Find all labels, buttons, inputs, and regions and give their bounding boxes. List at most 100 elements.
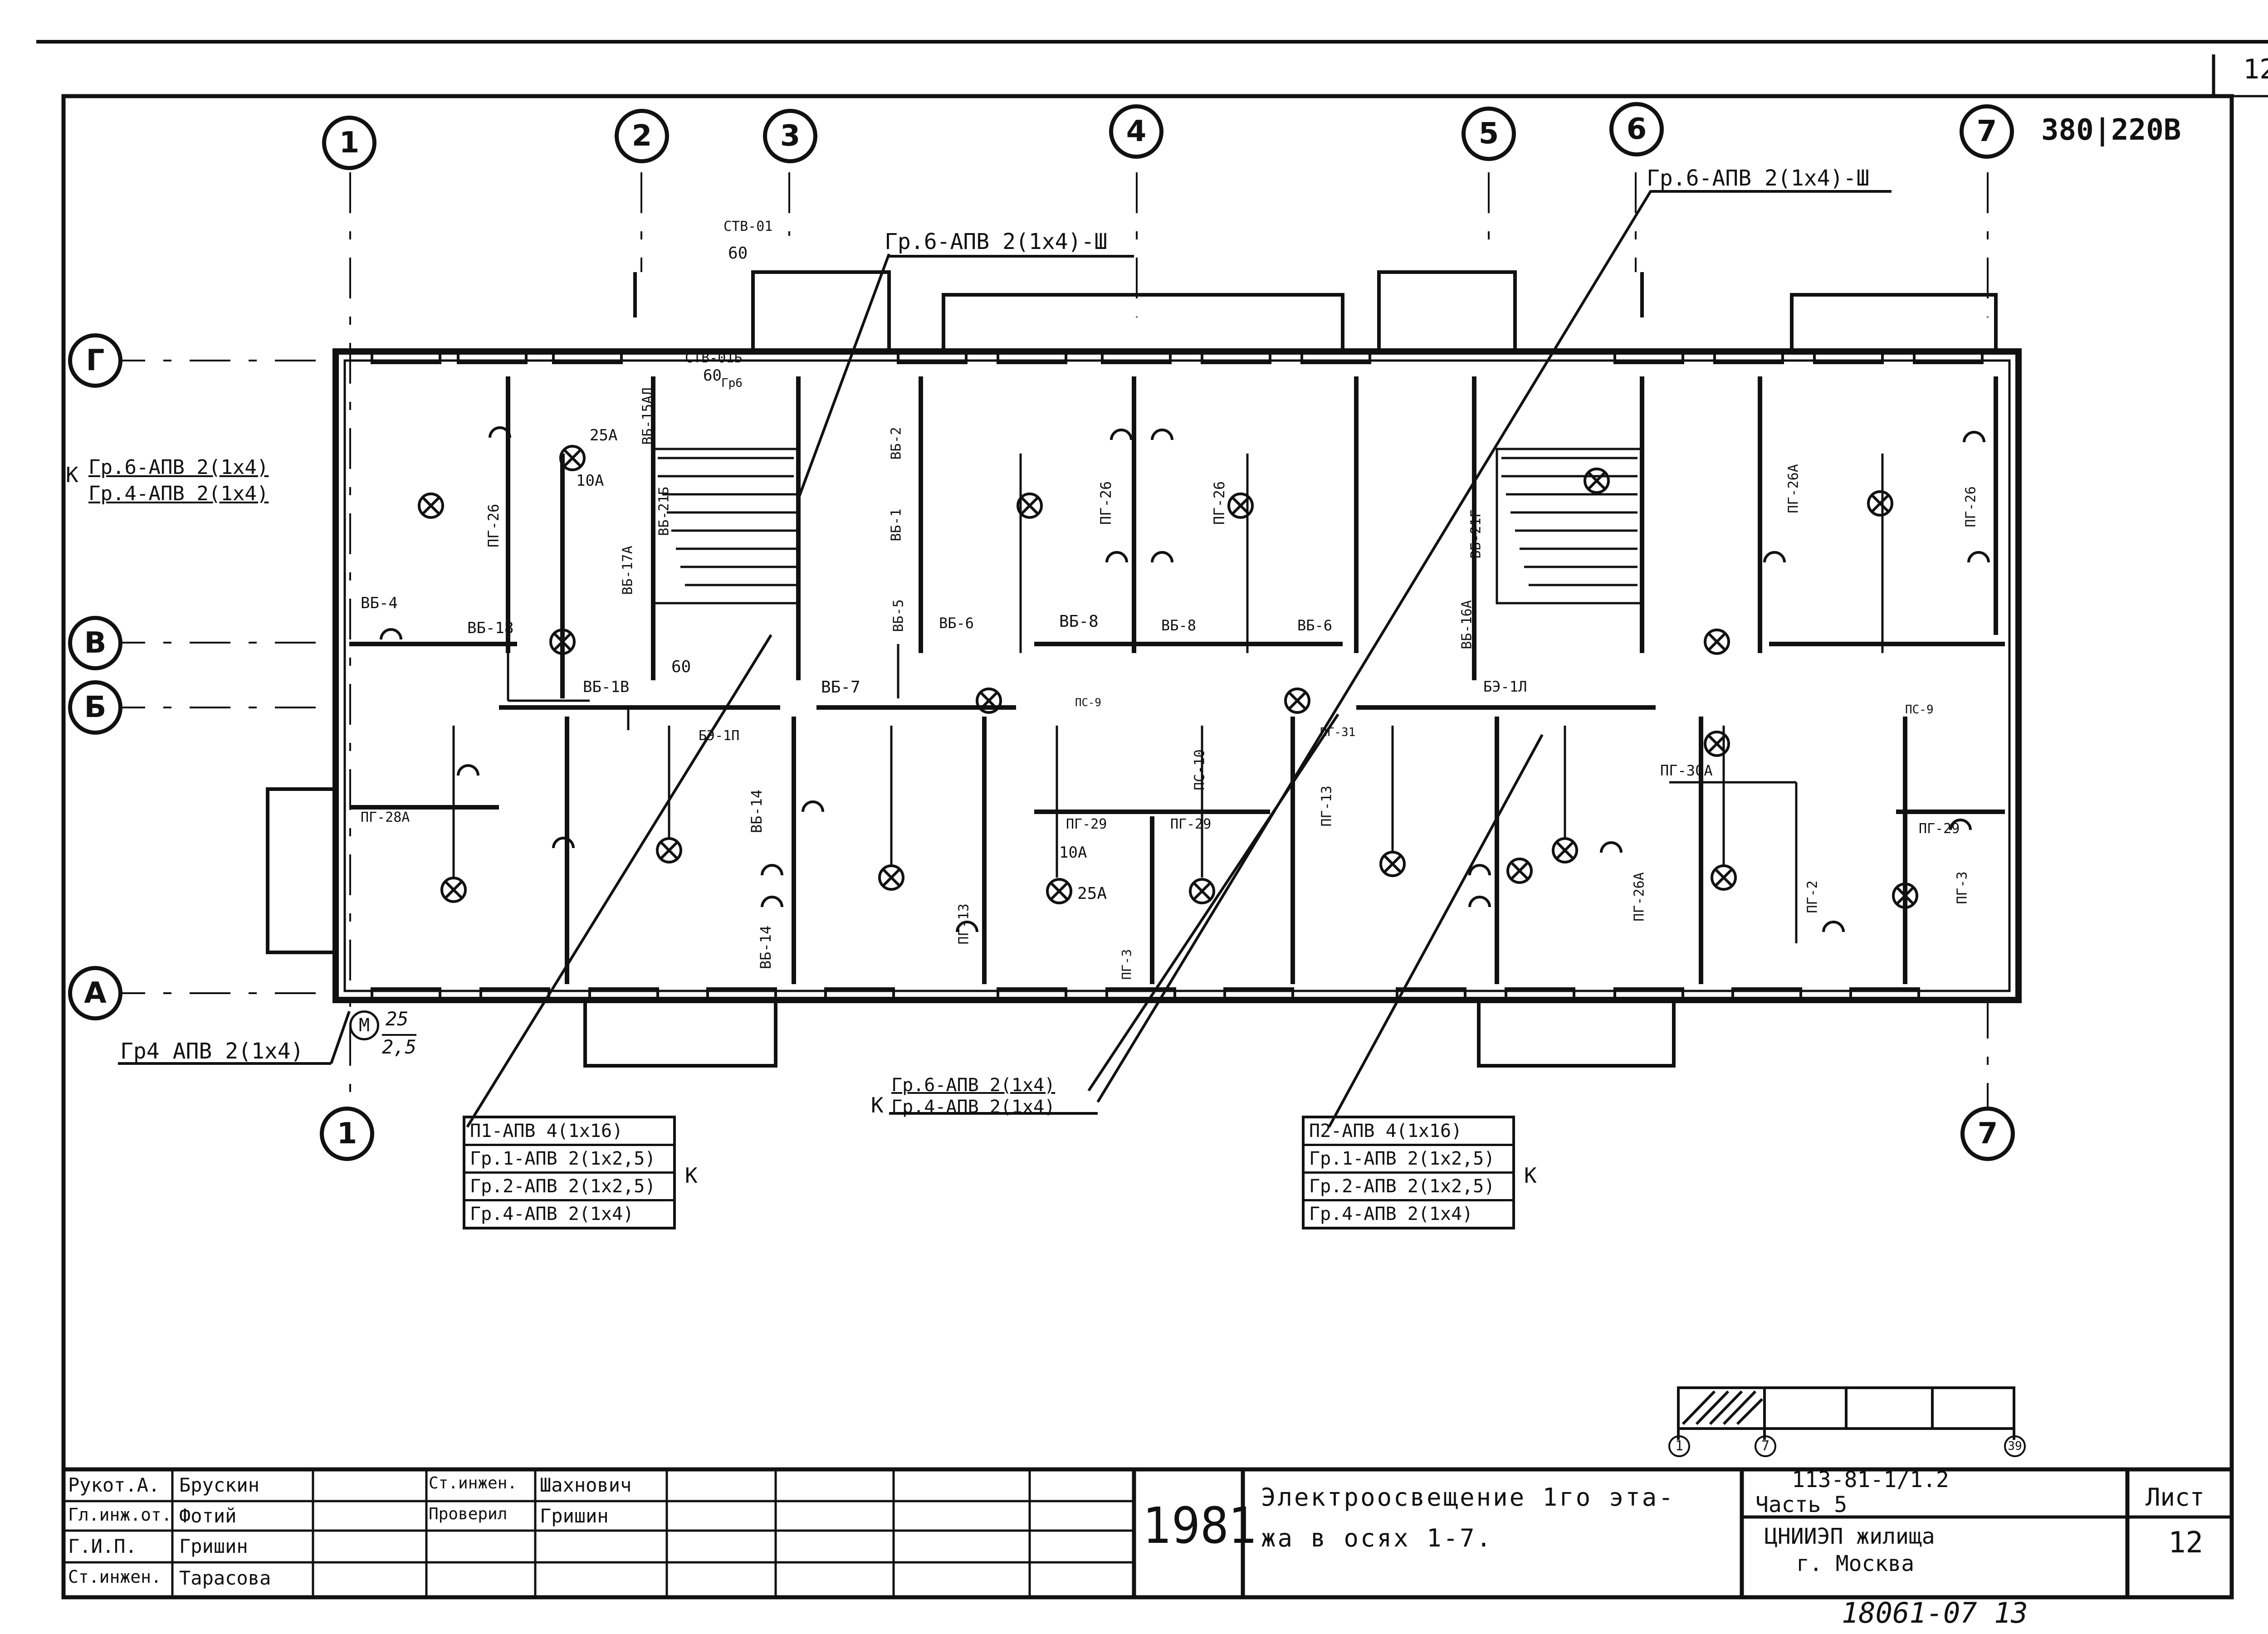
axis-bubble-7-bottom: 7 bbox=[1960, 1107, 2015, 1161]
cable-row: П2-АПВ 4(1х16) bbox=[1305, 1118, 1512, 1146]
tb-year: 1981 bbox=[1143, 1497, 1257, 1555]
axis-bubble-3: 3 bbox=[763, 109, 817, 163]
plan-label: ВБ-21Г bbox=[1468, 509, 1484, 559]
plan-label: ПГ-13 bbox=[1319, 785, 1335, 827]
axis-bubble-A: А bbox=[68, 966, 122, 1020]
socket-symbols bbox=[380, 426, 1990, 932]
plan-label: ВБ-14 bbox=[748, 789, 766, 834]
plan-label: ПГ-30А bbox=[1660, 762, 1713, 779]
plan-label: БЭ-1Л bbox=[1483, 678, 1527, 695]
plan-label: БЭ-1П bbox=[699, 728, 740, 744]
meter-fraction-top: 25 bbox=[386, 1008, 409, 1030]
plan-label: ПГ-26 bbox=[1211, 481, 1228, 525]
feeder-k-left: К bbox=[66, 463, 78, 487]
axis-bubble-2: 2 bbox=[615, 109, 669, 163]
scale-mark: 7 bbox=[1755, 1435, 1776, 1457]
axis-bubble-7-top: 7 bbox=[1960, 104, 2014, 159]
plan-label: 10А bbox=[1059, 844, 1087, 862]
axis-bubble-B: Б bbox=[68, 680, 122, 735]
tb-part: Часть 5 bbox=[1755, 1492, 1848, 1517]
plan-label: ПГ-13 bbox=[956, 903, 972, 945]
meter-symbol: М bbox=[349, 1010, 379, 1040]
cable-row: П1-АПВ 4(1х16) bbox=[465, 1118, 673, 1146]
tb-title-line2: жа в осях 1-7. bbox=[1261, 1524, 1493, 1552]
plan-label: ВБ-8 bbox=[1161, 617, 1197, 634]
plan-label: ПГ-31 bbox=[1320, 726, 1356, 739]
cable-row: Гр.2-АПВ 2(1х2,5) bbox=[465, 1174, 673, 1201]
meter-fraction-bottom: 2,5 bbox=[382, 1034, 416, 1058]
plan-label: ПС-10 bbox=[1192, 749, 1208, 790]
feeder-group6-center: Гр.6-АПВ 2(1х4) bbox=[891, 1075, 1056, 1096]
cable-row: Гр.1-АПВ 2(1х2,5) bbox=[1305, 1146, 1512, 1174]
cable-box-left-k: К bbox=[685, 1163, 698, 1188]
plan-label: 60 bbox=[671, 658, 691, 676]
plan-label: ВБ-6 bbox=[1297, 617, 1333, 634]
stairs bbox=[652, 448, 1643, 605]
plan-label: ПГ-26 bbox=[1097, 481, 1115, 525]
wiring-lines bbox=[452, 190, 1906, 1128]
plan-label: Гр6 bbox=[721, 376, 743, 390]
tb-name: Шахнович bbox=[540, 1474, 632, 1496]
plan-label: 60 bbox=[728, 244, 748, 263]
leader-underlines bbox=[118, 190, 1892, 1115]
plan-label: ПГ-26 bbox=[1963, 486, 1979, 527]
cable-row: Гр.4-АПВ 2(1х4) bbox=[470, 1204, 634, 1224]
plan-label: ПС-9 bbox=[1075, 696, 1101, 709]
plan-label: ПГ-29 bbox=[1066, 816, 1107, 832]
tb-role: Ст.инжен. bbox=[68, 1567, 161, 1587]
plan-label: ВБ-2 bbox=[888, 427, 904, 460]
tb-role: Ст.инжен. bbox=[429, 1474, 518, 1493]
feeder-top-left: Гр.6-АПВ 2(1х4)-Ш bbox=[885, 229, 1108, 254]
cable-box-left: П1-АПВ 4(1х16) Гр.1-АПВ 2(1х2,5) Гр.2-АП… bbox=[463, 1116, 676, 1229]
tb-project-code: 113-81-1/1.2 bbox=[1792, 1467, 1949, 1493]
axis-bubble-6: 6 bbox=[1609, 102, 1664, 156]
plan-label: ПГ-3 bbox=[1119, 949, 1134, 980]
title-block-grid bbox=[61, 1467, 2234, 1600]
tb-name: Брускин bbox=[179, 1474, 260, 1496]
feeder-group4-left: Гр.4-АПВ 2(1х4) bbox=[88, 482, 269, 505]
feeder-group6-left: Гр.6-АПВ 2(1х4) bbox=[88, 456, 269, 479]
plan-label: ВБ-6 bbox=[939, 615, 974, 632]
tb-archive-number: 18061-07 13 bbox=[1842, 1596, 2028, 1629]
tb-role: Гл.инж.от. bbox=[68, 1505, 172, 1525]
cable-box-right-k: К bbox=[1524, 1163, 1537, 1188]
plan-label: ПГ-29 bbox=[1919, 821, 1960, 837]
plan-label: ПГ-2 bbox=[1804, 880, 1821, 913]
scale-mark: 1 bbox=[1668, 1435, 1690, 1457]
cable-row: Гр.2-АПВ 2(1х2,5) bbox=[1305, 1174, 1512, 1201]
plan-label: ВБ-18 bbox=[467, 619, 514, 637]
tb-role: Рукот.А. bbox=[68, 1474, 160, 1496]
lamp-fixtures bbox=[418, 445, 1918, 909]
tb-name: Фотий bbox=[179, 1505, 237, 1527]
plan-label: ПГ-26А bbox=[1785, 464, 1802, 513]
plan-label: ВБ-4 bbox=[361, 594, 398, 612]
feeder-top-right: Гр.6-АПВ 2(1х4)-Ш bbox=[1647, 166, 1870, 191]
plan-label: ВБ-17А bbox=[620, 546, 636, 595]
plan-label: ПГ-28А bbox=[361, 810, 410, 825]
voltage-label: 380|220В bbox=[2041, 113, 2181, 147]
plan-label: ВБ-16А bbox=[1459, 600, 1475, 649]
plan-label: СТВ-01Б bbox=[685, 350, 743, 366]
tb-org-line1: ЦНИИЭП жилища bbox=[1765, 1524, 1935, 1549]
plan-label: ВБ-15АЛ bbox=[640, 387, 656, 445]
axis-bubble-4: 4 bbox=[1109, 104, 1163, 159]
axis-bubble-V: В bbox=[68, 616, 122, 670]
cable-box-right: П2-АПВ 4(1х16) Гр.1-АПВ 2(1х2,5) Гр.2-АП… bbox=[1302, 1116, 1515, 1229]
plan-label: ВБ-5 bbox=[890, 599, 907, 632]
tb-org-line2: г. Москва bbox=[1796, 1551, 1915, 1576]
plan-label: ПС-9 bbox=[1905, 703, 1934, 717]
axis-bubble-G: Г bbox=[68, 333, 122, 388]
plan-label: ПГ-29 bbox=[1170, 816, 1212, 832]
axis-bubble-5: 5 bbox=[1461, 107, 1516, 161]
tb-name: Гришин bbox=[179, 1535, 248, 1557]
plan-label: 25А bbox=[590, 426, 618, 444]
plan-label: ВБ-14 bbox=[757, 925, 775, 970]
axis-grid bbox=[104, 172, 1989, 1107]
plan-label: ВБ-8 bbox=[1059, 612, 1099, 631]
tb-role: Проверил bbox=[429, 1505, 508, 1523]
plan-label: 60 bbox=[703, 366, 722, 385]
building-walls bbox=[266, 270, 2022, 1068]
cable-row: Гр.1-АПВ 2(1х2,5) bbox=[465, 1146, 673, 1174]
axis-bubble-1-top: 1 bbox=[322, 116, 376, 170]
